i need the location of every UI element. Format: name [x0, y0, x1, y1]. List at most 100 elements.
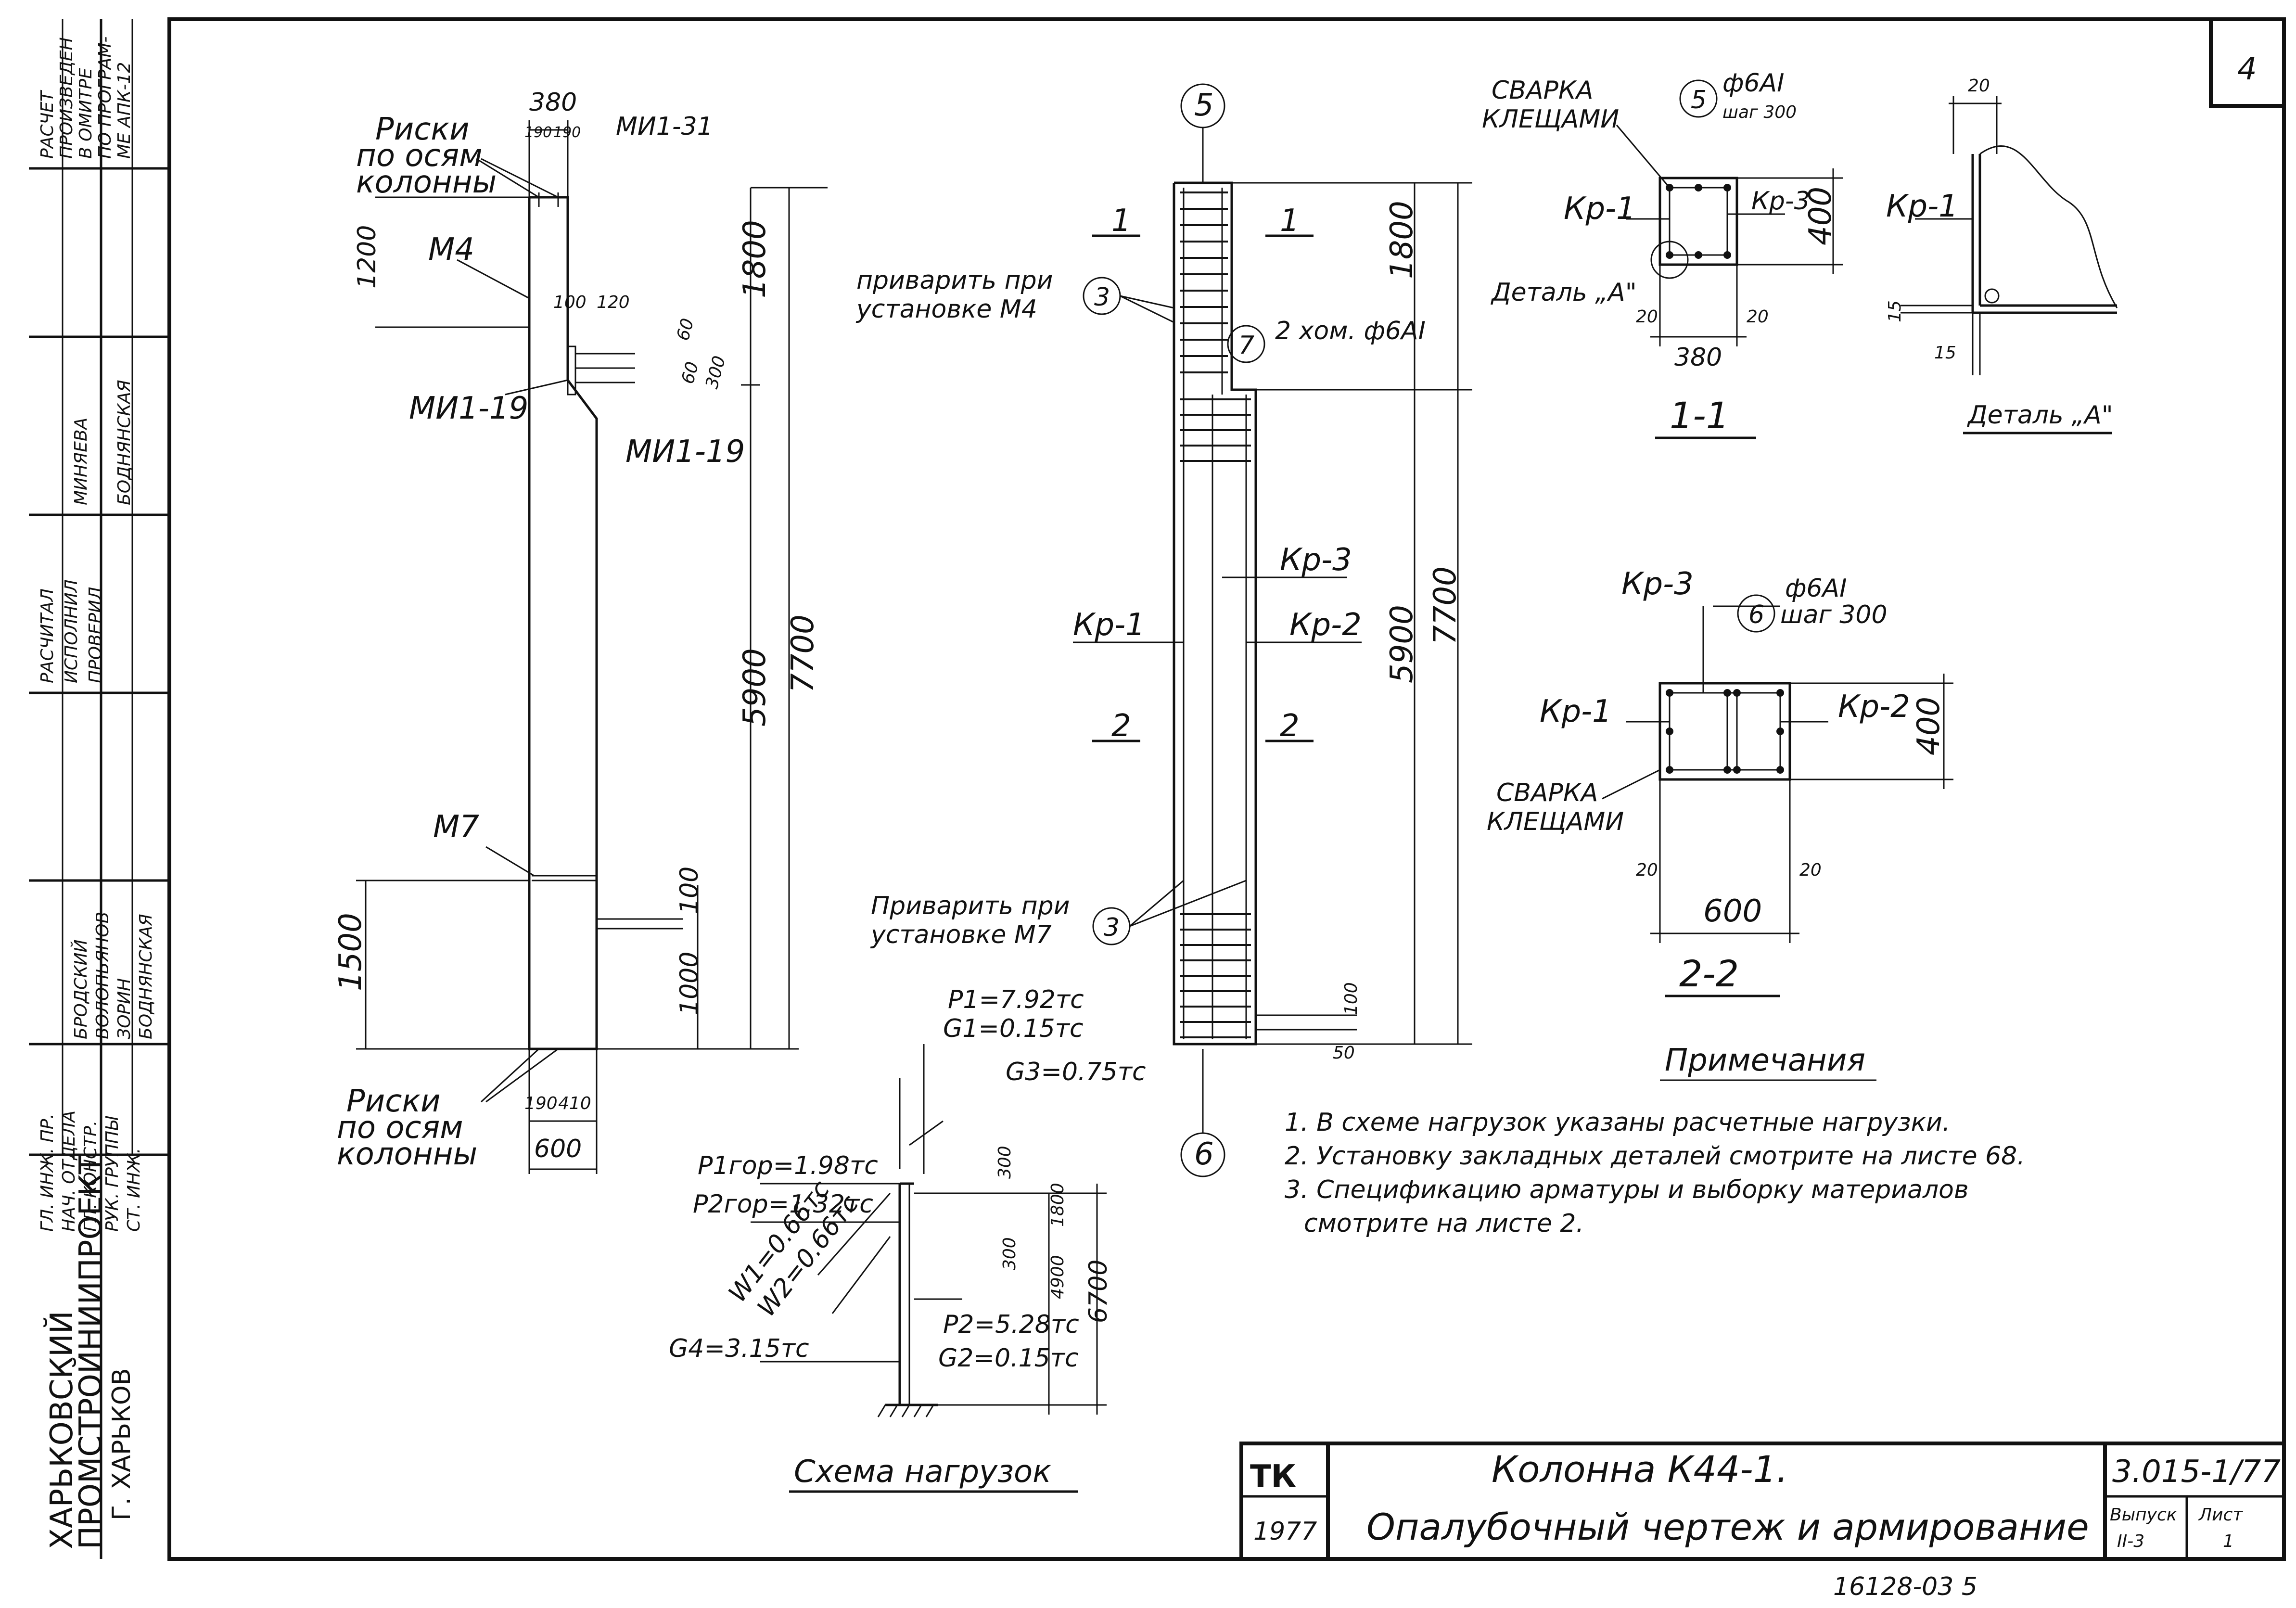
load-scheme-title: Схема нагрузок	[794, 1454, 1051, 1490]
footer-stamp: 16128-03 5	[1833, 1572, 1977, 1601]
dim-1000: 1000	[675, 952, 704, 1015]
bar-kp1: Кр-1	[1073, 607, 1145, 643]
sign-row: СТ. ИНЖ.	[124, 1148, 144, 1232]
dim-100: 100	[553, 293, 587, 312]
mark-mi1-19: МИ1-19	[409, 391, 528, 426]
note-item: 1. В схеме нагрузок указаны расчетные на…	[1285, 1108, 1950, 1137]
dim-380: 380	[1674, 343, 1722, 372]
dim-1800: 1800	[1384, 201, 1420, 279]
dim-1800: 1800	[1048, 1183, 1068, 1227]
section-1-1: СВАРКА КЛЕЩАМИ 5 ф6АI шаг 300 Кр-1 Кр-3 …	[1482, 69, 1843, 439]
name-label: БОДНЯНСКАЯ	[115, 380, 134, 505]
mark-m7: М7	[433, 809, 479, 845]
note-item: смотрите на листе 2.	[1304, 1209, 1584, 1238]
dim-6700: 6700	[1084, 1260, 1113, 1323]
section-mark: 2	[1280, 708, 1300, 744]
sheet-number: 4	[2237, 51, 2257, 87]
stamp-line: ПРОИЗВЕДЕН	[57, 37, 77, 159]
dim-1800: 1800	[737, 220, 773, 298]
mark-mi1-19: МИ1-19	[625, 434, 745, 470]
risks-label: Риски	[346, 1084, 441, 1119]
left-strip: РАСЧЕТ ПРОИЗВЕДЕН В ОМИТРЕ ПО ПРОГРАМ- М…	[29, 19, 169, 1559]
weld-note: СВАРКА	[1496, 778, 1598, 807]
load-g1: G1=0.15тс	[943, 1014, 1084, 1043]
dim-600: 600	[1703, 893, 1762, 929]
dim-7700: 7700	[1428, 566, 1463, 645]
weld-note: приварить при	[856, 266, 1053, 295]
dim-190: 190	[524, 1094, 558, 1113]
note-item: 3. Спецификацию арматуры и выборку матер…	[1285, 1175, 1969, 1204]
dim-300: 300	[702, 354, 729, 391]
bar-kp1: Кр-1	[1886, 189, 1958, 224]
dim-50: 50	[1333, 1043, 1355, 1063]
sign-row: ГЛ. ИНЖ. ПР.	[38, 1113, 57, 1232]
org-name: ПРОМСТРОЙНИИПРОЕКТ	[72, 1155, 109, 1549]
dim-300: 300	[1000, 1237, 1020, 1270]
stamp-line: В ОМИТРЕ	[76, 68, 96, 159]
load-g2: G2=0.15тс	[938, 1344, 1079, 1373]
load-scheme: P1=7.92тс G1=0.15тс G3=0.75тс P1гор=1.98…	[669, 985, 1146, 1493]
risks-label: по осям	[337, 1110, 463, 1146]
dim-380: 380	[529, 88, 577, 117]
dim-410: 410	[558, 1094, 591, 1113]
weld-note: установке М7	[870, 920, 1052, 949]
dim-1500: 1500	[333, 913, 369, 991]
title-block: ТК 1977 Колонна К44-1. Опалубочный черте…	[1239, 1442, 2286, 1561]
role-label: РАСЧИТАЛ	[38, 588, 57, 683]
dim-600: 600	[534, 1135, 582, 1163]
dim-20: 20	[1636, 860, 1658, 880]
dim-20: 20	[1636, 307, 1658, 327]
weld-note: КЛЕЩАМИ	[1487, 807, 1624, 836]
bar-kp2: Кр-2	[1289, 607, 1362, 643]
dim-400: 400	[1911, 697, 1947, 755]
load-p2: P2=5.28тс	[943, 1310, 1079, 1339]
issue-value: II-3	[2117, 1531, 2144, 1551]
sign-name: БОДНЯНСКАЯ	[136, 914, 156, 1039]
dim-15: 15	[1885, 300, 1905, 322]
dim-300: 300	[995, 1146, 1015, 1179]
role-label: ИСПОЛНИЛ	[62, 579, 81, 683]
stamp-line: ПО ПРОГРАМ-	[95, 37, 115, 159]
note-item: 2. Установку закладных деталей смотрите …	[1285, 1142, 2025, 1171]
section-title: 1-1	[1670, 394, 1729, 437]
bar-kp3: Кр-3	[1280, 542, 1352, 578]
dim-60: 60	[678, 359, 702, 386]
mark-mi1-31: МИ1-31	[616, 112, 713, 141]
issue-label: Выпуск	[2110, 1505, 2177, 1525]
mark-m4: М4	[428, 232, 474, 268]
year: 1977	[1253, 1517, 1317, 1546]
dim-15: 15	[1934, 343, 1956, 363]
dim-5900: 5900	[737, 648, 773, 727]
dim-20: 20	[1799, 860, 1822, 880]
callout-5: 5	[1691, 86, 1707, 115]
dim-20: 20	[1968, 76, 1990, 96]
role-label: ПРОВЕРИЛ	[86, 587, 105, 683]
dim-100: 100	[675, 867, 704, 914]
weld-note: установке М4	[855, 295, 1037, 324]
drawing-name: Колонна К44-1.	[1492, 1448, 1788, 1491]
org-name: ХАРЬКОВСКИЙ	[43, 1311, 80, 1549]
weld-note: КЛЕЩАМИ	[1482, 105, 1619, 134]
bar-kp1: Кр-1	[1564, 191, 1636, 227]
dim-60: 60	[673, 316, 698, 343]
dim-400: 400	[1803, 187, 1838, 245]
sign-row: НАЧ. ОТДЕЛА	[59, 1110, 79, 1232]
risks-label: по осям	[356, 138, 482, 174]
name-label: МИНЯЕВА	[71, 418, 91, 505]
dim-100: 100	[1341, 982, 1361, 1015]
drawing-code: 3.015-1/77	[2112, 1454, 2281, 1490]
load-p1gor: P1гор=1.98тс	[698, 1151, 878, 1180]
bar-step: шаг 300	[1722, 102, 1797, 122]
logo-tk: ТК	[1250, 1459, 1296, 1494]
sign-row: РУК. ГРУППЫ	[102, 1116, 122, 1232]
load-g4: G4=3.15тс	[669, 1334, 809, 1363]
weld-note: СВАРКА	[1492, 76, 1593, 105]
weld-note: Приварить при	[871, 892, 1070, 920]
bar-spec: ф6АI	[1785, 574, 1847, 603]
bar-kp3: Кр-3	[1621, 566, 1694, 602]
risks-label: колонны	[337, 1136, 477, 1172]
reinforcement-drawing: 5 6 1 1 2 2 приварить при установке М4	[855, 83, 1472, 1177]
axis-bubble: 5	[1194, 88, 1214, 123]
dim-5900: 5900	[1384, 605, 1420, 683]
dim-120: 120	[597, 293, 630, 312]
